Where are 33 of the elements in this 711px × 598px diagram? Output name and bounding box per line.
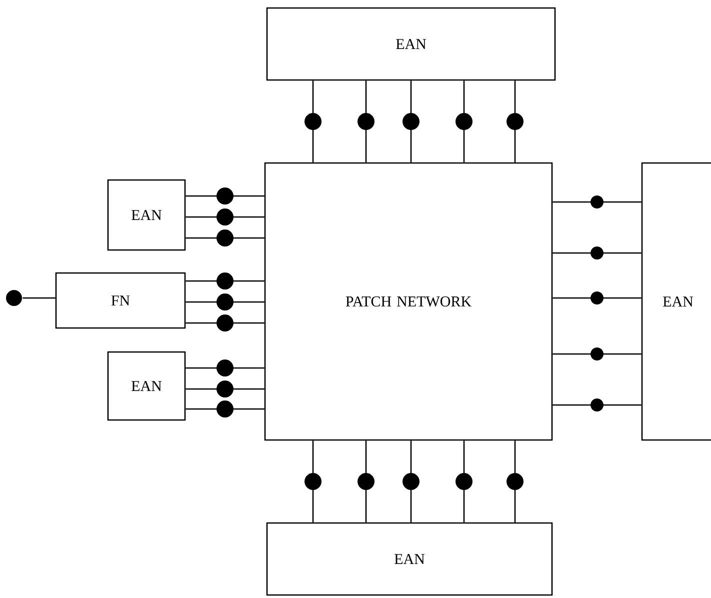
connector-line: [186, 380, 264, 398]
connector-line: [22, 297, 56, 299]
connector-line: [186, 230, 264, 246]
connector-line: [552, 348, 642, 360]
connector-line: [186, 188, 264, 204]
unit-box: EAN: [107, 179, 186, 251]
connector-line: [186, 400, 264, 418]
network-box: PATCH NETWORK: [264, 162, 553, 441]
connector-line: [402, 80, 420, 162]
connector-line: [186, 272, 264, 290]
connector-line: [358, 440, 374, 522]
connector-line: [186, 294, 264, 310]
connector-line: [186, 208, 264, 226]
connector-line: [456, 80, 472, 162]
connector-line: [358, 80, 374, 162]
unit-box: EAN: [107, 351, 186, 421]
connector-line: [456, 440, 472, 522]
connector-line: [552, 292, 642, 304]
connector-line: [402, 440, 420, 522]
unit-box: EAN: [266, 7, 556, 81]
connector-line: [186, 360, 264, 376]
unit-box: FN: [55, 272, 186, 329]
connector-line: [304, 80, 322, 162]
connector-line: [552, 246, 642, 260]
terminal-dot: [6, 290, 22, 306]
connector-line: [506, 80, 524, 162]
unit-box: EAN: [266, 522, 553, 596]
connector-line: [552, 398, 642, 412]
connector-line: [304, 440, 322, 522]
unit-box: EAN: [641, 162, 711, 441]
connector-line: [506, 440, 524, 522]
connector-line: [186, 314, 264, 332]
connector-line: [552, 196, 642, 208]
